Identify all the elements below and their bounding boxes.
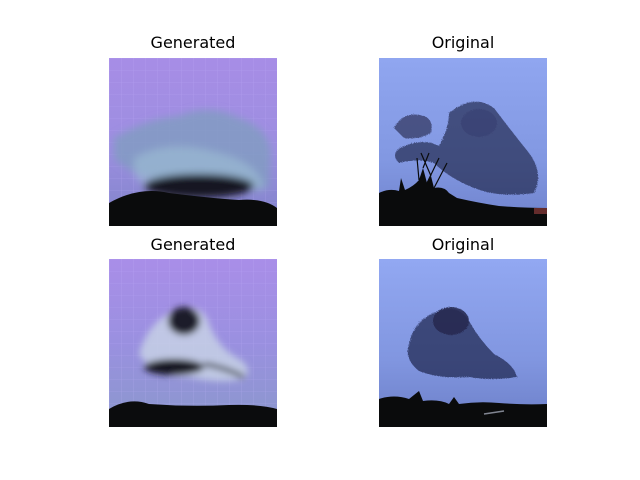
original-image-bottom-graphic <box>379 259 547 427</box>
generated-image-top <box>109 58 277 226</box>
panel-title-original-top: Original <box>431 33 495 52</box>
generated-image-top-graphic <box>109 58 277 226</box>
generated-image-bottom <box>109 259 277 427</box>
panel-title-generated-top: Generated <box>150 33 236 52</box>
generated-image-bottom-graphic <box>109 259 277 427</box>
panel-title-generated-bottom: Generated <box>150 235 236 254</box>
original-image-bottom <box>379 259 547 427</box>
original-image-top <box>379 58 547 226</box>
original-image-top-graphic <box>379 58 547 226</box>
panel-title-original-bottom: Original <box>431 235 495 254</box>
